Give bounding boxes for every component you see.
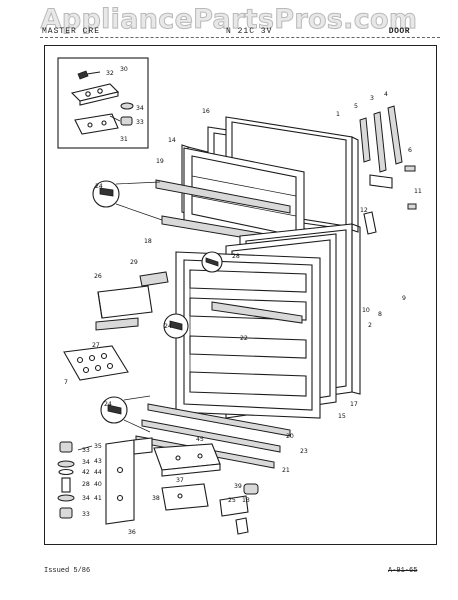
label-33-top: 33 [136, 119, 144, 126]
label-13: 13 [242, 497, 250, 504]
header-rule [40, 37, 440, 38]
label-26: 26 [94, 273, 102, 280]
detail-callout-mid-right [201, 251, 223, 273]
bottom-hinge-stack [57, 441, 93, 519]
label-43: 43 [94, 458, 102, 465]
header-model: N 21C 3V [226, 27, 273, 36]
label-36: 36 [128, 529, 136, 536]
label-23: 23 [300, 448, 308, 455]
label-24-upper: 24 [95, 183, 103, 190]
label-5: 5 [354, 103, 358, 110]
label-39: 39 [234, 483, 242, 490]
label-22: 22 [240, 335, 248, 342]
watermark: AppliancePartsPros.com [40, 4, 418, 36]
label-2: 2 [368, 322, 372, 329]
fresh-food-shelf-bar [211, 301, 303, 324]
label-11: 11 [414, 188, 422, 195]
label-35: 35 [94, 443, 102, 450]
label-6: 6 [408, 147, 412, 154]
door-bottom-bar-23 [141, 419, 281, 453]
label-32: 32 [106, 70, 114, 77]
label-42: 42 [82, 469, 90, 476]
label-16: 16 [202, 108, 210, 115]
label-38: 38 [152, 495, 160, 502]
top-hinge-inset [57, 57, 149, 149]
label-20: 20 [286, 433, 294, 440]
bottom-hinge-bracket-37 [161, 483, 209, 511]
label-45: 45 [196, 436, 204, 443]
label-31: 31 [120, 136, 128, 143]
label-17: 17 [350, 401, 358, 408]
label-3: 3 [370, 95, 374, 102]
label-28: 28 [232, 253, 240, 260]
label-41: 41 [94, 495, 102, 502]
label-40: 40 [94, 481, 102, 488]
page-code: A-91-65 [388, 567, 418, 575]
bottom-hinge-plate [105, 437, 153, 525]
butter-door [139, 271, 169, 287]
label-29: 29 [130, 259, 138, 266]
detail-callout-mid-left [163, 313, 189, 339]
label-18: 18 [144, 238, 152, 245]
label-14: 14 [168, 137, 176, 144]
label-24-mid: 24 [164, 323, 172, 330]
detail-callout-upper [92, 180, 163, 221]
label-1: 1 [336, 111, 340, 118]
header-brand: MASTER CRE [42, 27, 101, 36]
label-34-low: 34 [82, 495, 90, 502]
door-bottom-bar-20 [147, 403, 291, 437]
bottom-hinge-bracket-45 [153, 443, 221, 477]
label-8: 8 [378, 311, 382, 318]
hinge-strip-parts [359, 105, 417, 235]
bottom-hinge-parts-38-39 [219, 483, 259, 535]
detail-callout-lower [100, 395, 151, 433]
label-33-bottom: 33 [82, 447, 90, 454]
butter-bin-trim [95, 317, 139, 331]
header-section-title: DOOR [388, 27, 410, 36]
label-24-lower: 24 [104, 401, 112, 408]
label-21: 21 [282, 467, 290, 474]
label-30: 30 [120, 66, 128, 73]
part-number-labels: 30 32 34 33 31 16 14 1 5 3 4 6 11 12 19 … [64, 66, 422, 536]
label-44: 44 [94, 469, 102, 476]
label-37: 37 [176, 477, 184, 484]
label-9: 9 [402, 295, 406, 302]
label-28-bottom: 28 [82, 481, 90, 488]
label-10: 10 [362, 307, 370, 314]
label-4: 4 [384, 91, 388, 98]
issued-date: Issued 5/86 [44, 567, 91, 575]
label-19: 19 [156, 158, 164, 165]
fresh-food-door-liner [175, 251, 321, 419]
label-15: 15 [338, 413, 346, 420]
label-7: 7 [64, 379, 68, 386]
label-34-bottom: 34 [82, 459, 90, 466]
egg-tray [63, 345, 129, 381]
label-33-low: 33 [82, 511, 90, 518]
label-12: 12 [360, 207, 368, 214]
label-34: 34 [136, 105, 144, 112]
butter-bin [97, 285, 153, 319]
freezer-door-shelf-bar [155, 179, 291, 214]
label-27: 27 [92, 342, 100, 349]
diagram-frame [44, 45, 437, 545]
label-25: 25 [228, 497, 236, 504]
